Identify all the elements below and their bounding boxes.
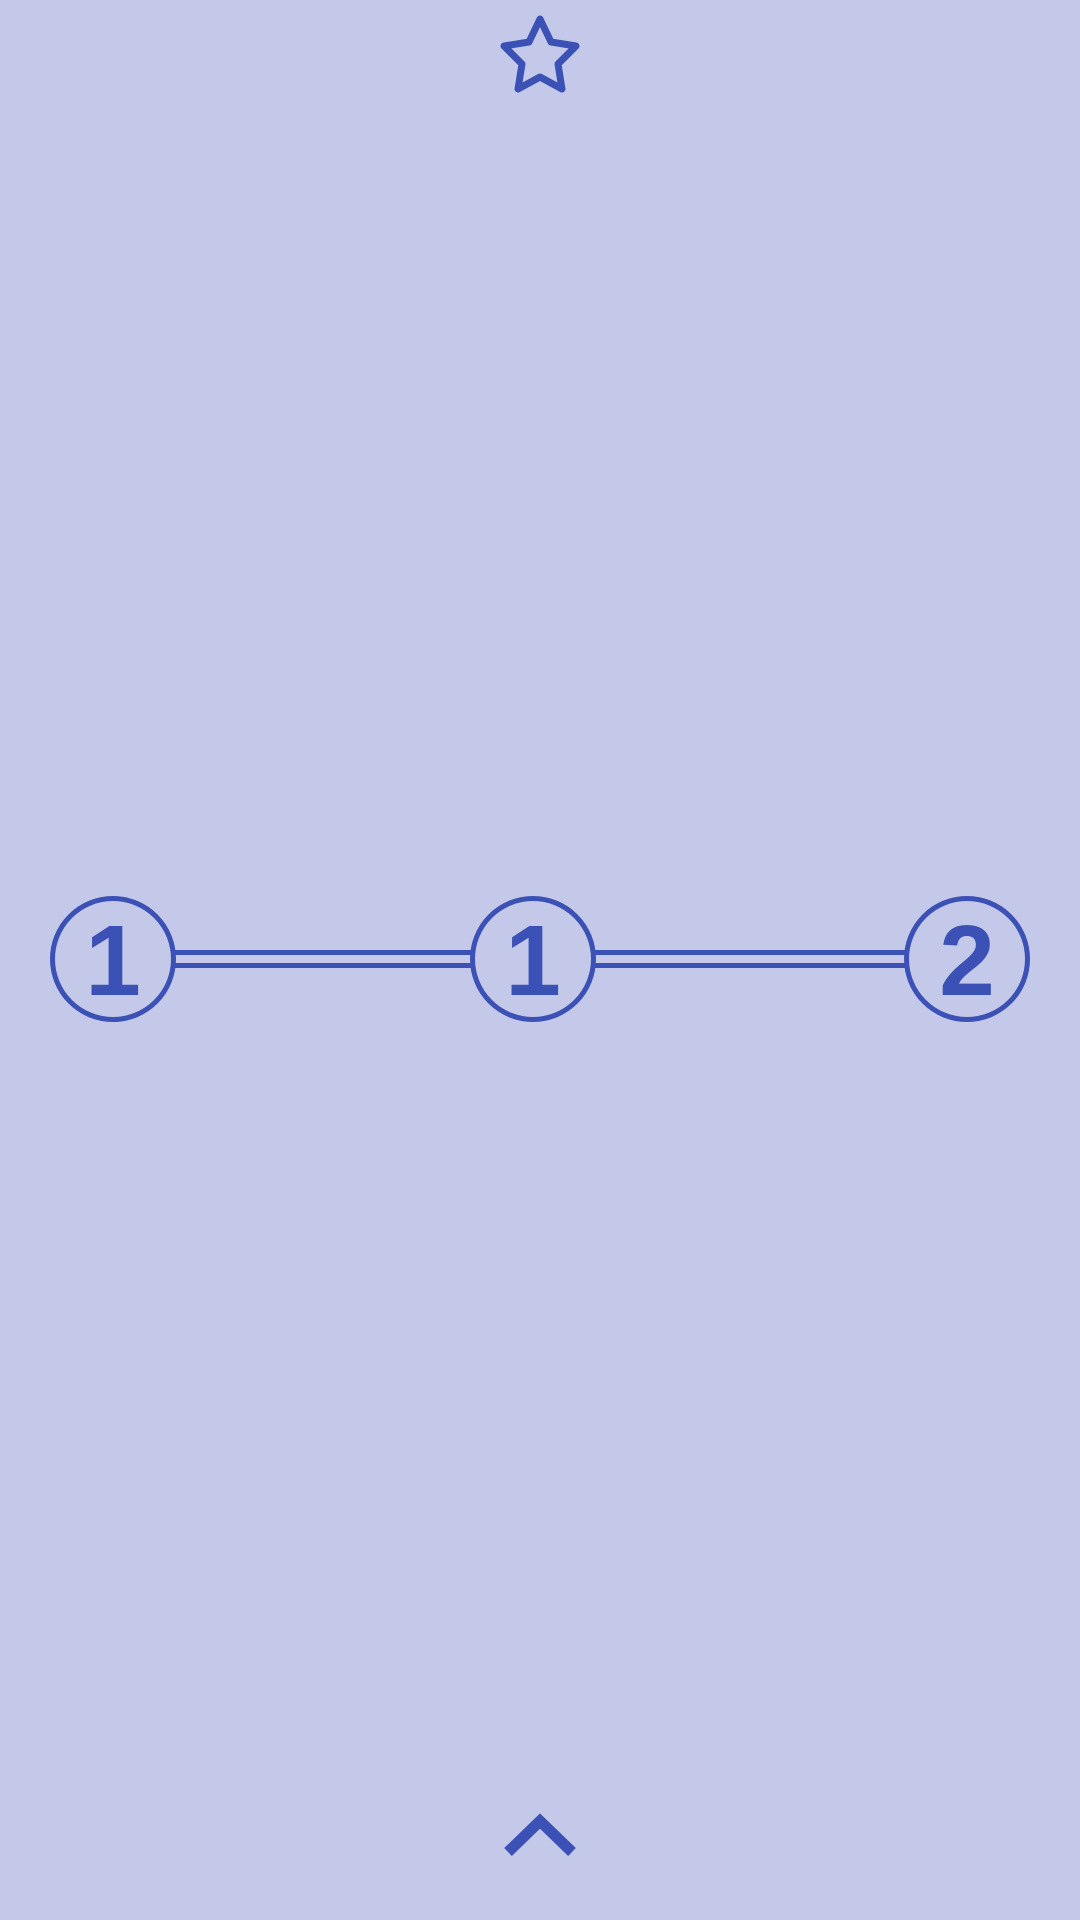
bridge-double[interactable]	[592, 950, 906, 968]
island-node[interactable]: 1	[470, 896, 596, 1022]
star-outline-icon	[500, 15, 580, 93]
island-node[interactable]: 1	[50, 896, 176, 1022]
chevron-up-icon	[504, 1813, 576, 1856]
bridge-double[interactable]	[172, 950, 472, 968]
island-count: 2	[939, 905, 995, 1017]
island-count: 1	[85, 905, 141, 1017]
expand-menu-button[interactable]	[500, 1800, 580, 1860]
island-node[interactable]: 2	[904, 896, 1030, 1022]
island-count: 1	[505, 905, 561, 1017]
star-button[interactable]	[490, 14, 590, 114]
